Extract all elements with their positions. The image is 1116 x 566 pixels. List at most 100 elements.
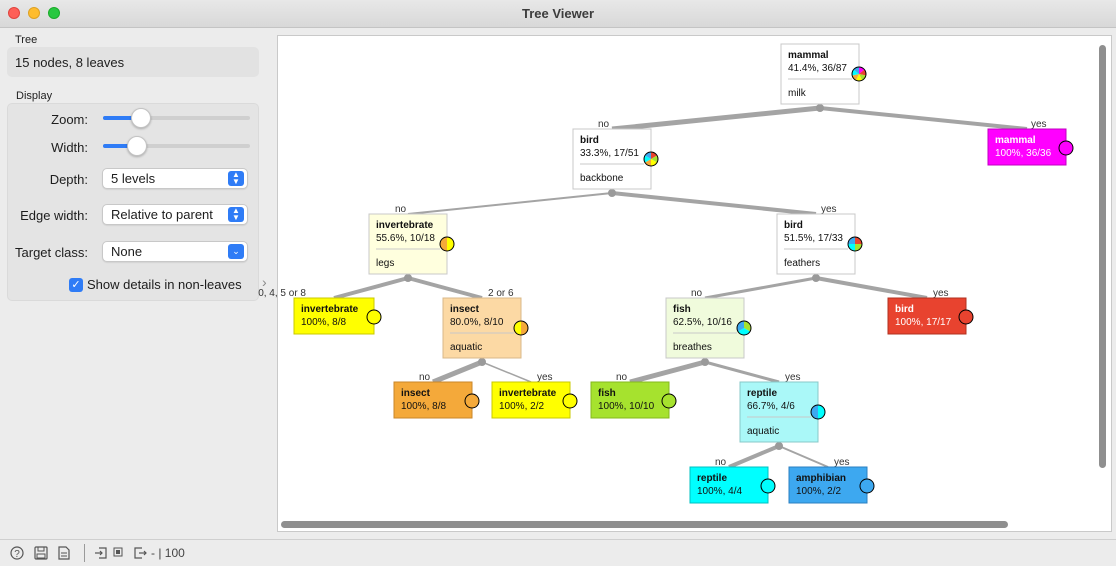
tree-edge bbox=[611, 105, 821, 132]
edge-label: yes bbox=[1031, 119, 1047, 130]
class-pie-icon bbox=[464, 393, 480, 409]
tree-edge bbox=[704, 360, 780, 384]
class-pie-slice bbox=[818, 405, 825, 419]
split-dot bbox=[775, 442, 783, 450]
report-icon[interactable] bbox=[58, 546, 70, 560]
split-dot bbox=[608, 189, 616, 197]
tree-edge bbox=[704, 276, 817, 300]
depth-select[interactable]: 5 levels ▲▼ bbox=[102, 168, 248, 189]
node-box bbox=[689, 466, 769, 504]
zoom-status-text: - | 100 bbox=[151, 546, 185, 560]
tree-node[interactable]: reptile 66.7%, 4/6 aquatic bbox=[739, 381, 826, 443]
edge-label: yes bbox=[821, 204, 837, 215]
node-stats: 62.5%, 10/16 bbox=[673, 317, 732, 328]
target-class-select[interactable]: None ⌄ bbox=[102, 241, 248, 262]
edge-label: 0, 4, 5 or 8 bbox=[258, 288, 306, 299]
maximize-window-button[interactable] bbox=[48, 7, 60, 19]
class-pie-slice bbox=[644, 155, 651, 163]
node-stats: 33.3%, 17/51 bbox=[580, 148, 639, 159]
class-pie-icon bbox=[439, 236, 455, 252]
status-bar: ? - | 100 bbox=[0, 539, 1116, 566]
node-split-attribute: aquatic bbox=[450, 342, 482, 353]
save-icon[interactable] bbox=[34, 546, 48, 560]
node-split-attribute: aquatic bbox=[747, 426, 779, 437]
node-class-label: reptile bbox=[747, 388, 777, 399]
class-pie-slice bbox=[848, 244, 855, 251]
class-pie-icon bbox=[851, 66, 867, 82]
title-bar: Tree Viewer bbox=[0, 0, 1116, 28]
node-box bbox=[987, 128, 1067, 166]
input-icon[interactable] bbox=[94, 546, 108, 560]
node-split-attribute: legs bbox=[376, 258, 394, 269]
tree-edge bbox=[819, 106, 1028, 131]
edge-width-label: Edge width: bbox=[20, 208, 88, 223]
split-dot bbox=[701, 358, 709, 366]
vertical-scrollbar[interactable] bbox=[1099, 45, 1106, 468]
width-slider[interactable] bbox=[103, 136, 250, 156]
node-class-label: mammal bbox=[788, 50, 829, 61]
zoom-label: Zoom: bbox=[51, 112, 88, 127]
tree-edge bbox=[728, 444, 780, 469]
minimize-window-button[interactable] bbox=[28, 7, 40, 19]
node-split-attribute: breathes bbox=[673, 342, 712, 353]
class-pie-slice bbox=[651, 155, 658, 163]
node-box bbox=[491, 381, 571, 419]
select-stepper-icon: ▲▼ bbox=[228, 171, 244, 186]
target-class-label: Target class: bbox=[15, 245, 88, 260]
split-dot bbox=[816, 104, 824, 112]
edge-label: no bbox=[598, 119, 610, 130]
split-dot bbox=[478, 358, 486, 366]
class-pie-icon bbox=[859, 478, 875, 494]
node-split-attribute: feathers bbox=[784, 258, 820, 269]
close-window-button[interactable] bbox=[8, 7, 20, 19]
class-pie-icon bbox=[643, 151, 659, 167]
class-pie-icon bbox=[1058, 140, 1074, 156]
collapse-panel-icon[interactable]: › bbox=[262, 274, 267, 290]
class-pie-icon bbox=[661, 393, 677, 409]
zoom-slider-fill bbox=[103, 116, 141, 120]
node-box bbox=[590, 381, 670, 419]
edge-label: yes bbox=[537, 372, 553, 383]
horizontal-scrollbar[interactable] bbox=[281, 521, 1008, 528]
input-data-icon bbox=[113, 547, 123, 557]
output-icon[interactable] bbox=[133, 546, 147, 560]
help-icon[interactable]: ? bbox=[10, 546, 24, 560]
edge-width-select[interactable]: Relative to parent ▲▼ bbox=[102, 204, 248, 225]
edge-label: no bbox=[419, 372, 431, 383]
tree-section-label: Tree bbox=[15, 34, 38, 46]
node-class-label: mammal bbox=[995, 135, 1036, 146]
zoom-slider[interactable] bbox=[103, 108, 250, 128]
edge-label: yes bbox=[933, 288, 949, 299]
split-dot bbox=[404, 274, 412, 282]
node-stats: 66.7%, 4/6 bbox=[747, 401, 795, 412]
zoom-slider-handle[interactable] bbox=[131, 108, 151, 128]
node-class-label: bird bbox=[895, 304, 914, 315]
class-pie-icon bbox=[958, 309, 974, 325]
select-stepper-icon: ▲▼ bbox=[228, 207, 244, 222]
class-pie-icon bbox=[760, 478, 776, 494]
edge-width-select-value: Relative to parent bbox=[111, 207, 213, 222]
node-stats: 51.5%, 17/33 bbox=[784, 233, 843, 244]
class-pie-icon bbox=[366, 309, 382, 325]
show-details-checkbox[interactable]: ✓ bbox=[69, 278, 83, 292]
width-slider-handle[interactable] bbox=[127, 136, 147, 156]
class-pie-slice bbox=[514, 321, 521, 335]
class-pie-slice bbox=[447, 237, 454, 251]
